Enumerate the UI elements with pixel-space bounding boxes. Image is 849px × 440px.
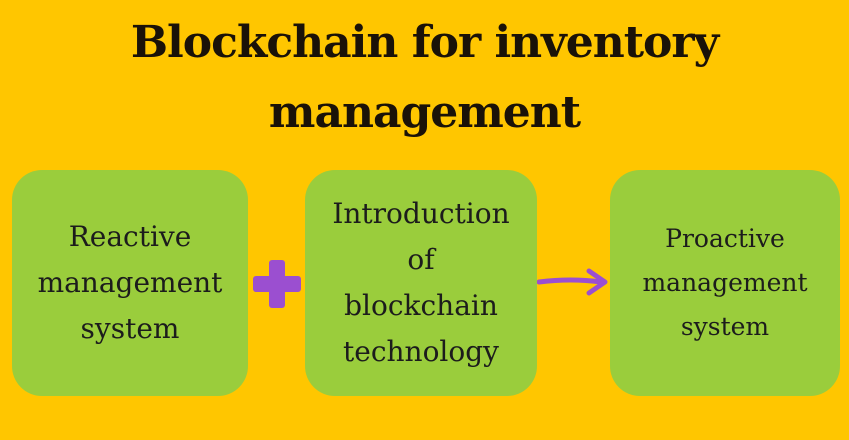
proactive-management-box: Proactive management system	[610, 170, 840, 396]
arrow-right-icon	[537, 268, 608, 296]
box-text-line: management	[642, 268, 808, 297]
box-text-line: management	[37, 266, 223, 299]
box-text-line: system	[80, 312, 180, 345]
blockchain-introduction-box: Introduction of blockchain technology	[305, 170, 537, 396]
box-text-line: blockchain	[344, 289, 498, 322]
reactive-management-box: Reactive management system	[12, 170, 248, 396]
title-line-1: Blockchain for inventory	[130, 17, 719, 68]
box-text-line: technology	[343, 335, 499, 368]
box-text-line: Reactive	[68, 220, 192, 253]
plus-icon	[253, 260, 301, 308]
box-text-line: system	[680, 312, 770, 341]
box-text-line: Proactive	[665, 224, 785, 253]
diagram-title: Blockchain for inventory management	[0, 8, 849, 148]
box-text-line: Introduction	[332, 197, 510, 230]
box-text-line: of	[407, 243, 435, 276]
title-line-2: management	[268, 87, 581, 138]
